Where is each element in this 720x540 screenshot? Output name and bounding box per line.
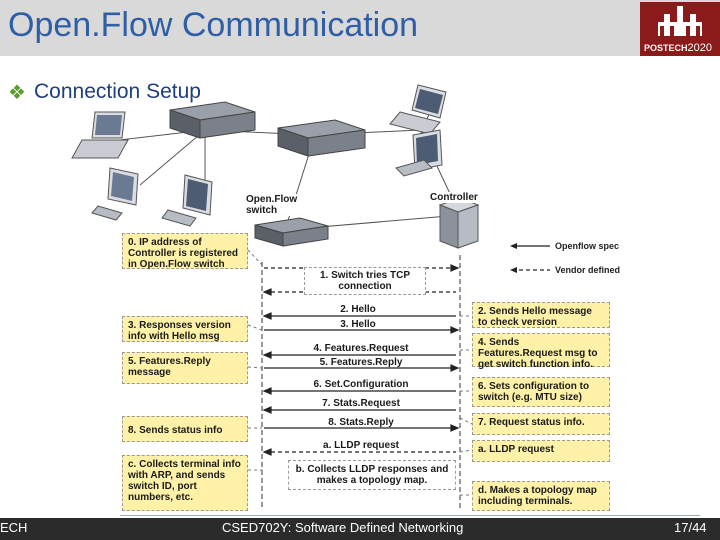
message-3-label: 3. Hello xyxy=(340,319,376,330)
step-a-box: a. LLDP request xyxy=(472,440,610,462)
bullet-icon: ❖ xyxy=(8,82,26,104)
message-2-label: 2. Hello xyxy=(340,304,376,315)
message-5-label: 5. Features.Reply xyxy=(319,357,403,368)
desktop-computer-icon xyxy=(91,167,139,221)
switch-label: Open.Flow switch xyxy=(246,194,310,216)
message-a-label: a. LLDP request xyxy=(323,440,399,451)
university-emblem-icon xyxy=(658,6,702,36)
message-1-label: 1. Switch tries TCP connection xyxy=(304,267,426,295)
step-3-box: 3. Responses version info with Hello msg xyxy=(122,316,248,342)
laptop-icon xyxy=(389,84,447,135)
legend-vendor-defined: Vendor defined xyxy=(555,265,621,275)
desktop-computer-icon xyxy=(395,129,443,177)
step-c-box: c. Collects terminal info with ARP, and … xyxy=(122,455,248,511)
step-d-box: d. Makes a topology map including termin… xyxy=(472,481,610,511)
legend-openflow-spec: Openflow spec xyxy=(555,241,620,251)
logo-year: 2020 xyxy=(687,42,712,54)
network-switch-icon xyxy=(254,217,329,247)
step-8-box: 8. Sends status info xyxy=(122,416,248,442)
network-switch-icon xyxy=(169,101,256,139)
footer-left-text: ECH xyxy=(0,520,28,535)
slide-header xyxy=(0,0,720,56)
footer-divider xyxy=(120,515,700,516)
controller-label: Controller xyxy=(430,192,490,203)
slide-title: Open.Flow Communication xyxy=(8,6,419,44)
logo-text: POSTECH xyxy=(644,43,688,53)
postech-logo: POSTECH2020 xyxy=(640,2,720,56)
step-7-box: 7. Request status info. xyxy=(472,413,610,435)
network-switch-icon xyxy=(277,119,366,157)
step-0-box: 0. IP address of Controller is registere… xyxy=(122,233,248,270)
message-b-label: b. Collects LLDP responses and makes a t… xyxy=(288,460,456,490)
laptop-icon xyxy=(71,111,129,159)
slide-subtitle: Connection Setup xyxy=(34,80,201,103)
footer-bar xyxy=(0,518,720,540)
message-4-label: 4. Features.Request xyxy=(313,343,409,354)
step-5-box: 5. Features.Reply message xyxy=(122,352,248,384)
legend-openflow-arrow xyxy=(510,243,550,249)
footer-page-number: 17/44 xyxy=(674,520,707,535)
message-7-label: 7. Stats.Request xyxy=(322,398,400,409)
step-4-box: 4. Sends Features.Request msg to get swi… xyxy=(472,333,610,370)
legend-vendor-arrow xyxy=(510,267,550,273)
controller-server-icon xyxy=(438,197,480,249)
step-6-box: 6. Sets configuration to switch (e.g. MT… xyxy=(472,377,610,407)
step-2-box: 2. Sends Hello message to check version xyxy=(472,302,610,328)
footer-course-title: CSED702Y: Software Defined Networking xyxy=(222,520,464,535)
message-8-label: 8. Stats.Reply xyxy=(328,417,394,428)
message-6-label: 6. Set.Configuration xyxy=(313,379,409,390)
desktop-computer-icon xyxy=(161,174,213,227)
